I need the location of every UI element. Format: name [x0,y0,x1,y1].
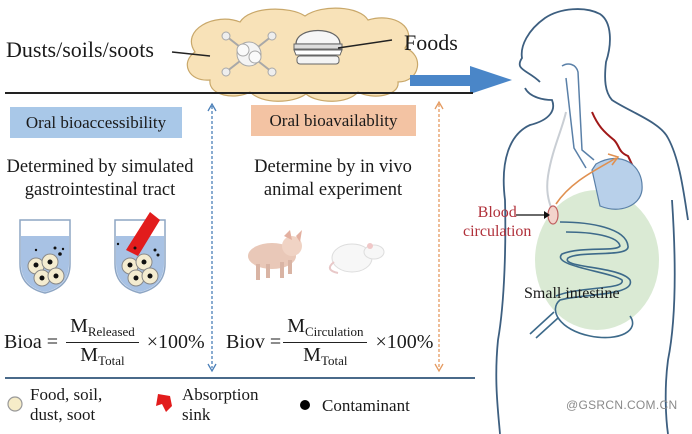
description-line: animal experiment [263,180,403,200]
small-intestine [529,221,634,339]
blood-label-line: circulation [463,223,532,240]
legend-line: Absorption [182,385,259,404]
intestine-area [535,190,659,330]
watermark: @GSRCN.COM.CN [566,398,678,412]
denominator-subscript: Total [98,353,125,368]
food-label: Foods [404,30,458,55]
legend-item-food: Food, soil, dust, soot [30,385,102,425]
formula-factor: ×100% [375,330,434,353]
denominator: M [303,344,321,366]
blood-label-line: Blood [477,204,517,221]
pig-image [248,230,302,280]
formula-fraction: MCirculation MTotal [283,315,368,369]
absorption-sink-icon [126,212,160,256]
test-tube-control [19,219,71,294]
bottom-divider [5,377,475,379]
numerator: M [287,315,305,337]
legend-line: Food, soil, [30,385,103,404]
legend-line: Contaminant [322,396,410,415]
formula-factor: ×100% [146,330,205,353]
human-body-outline [495,8,689,434]
food-leader-line [337,39,393,49]
orange-dashed-arrow [434,100,444,373]
formula-fraction: MReleased MTotal [66,315,139,369]
grey-vessel [546,111,567,211]
legend-line: sink [182,405,211,424]
denominator-subscript: Total [320,353,348,368]
blue-arrow-icon [410,66,512,94]
dust-leader-line [171,51,211,57]
legend-item-contaminant: Contaminant [322,396,410,416]
blood-circulation-label: Blood circulation [463,203,531,241]
bioavailability-description: Determine by in vivo animal experiment [233,156,433,202]
black-dot-icon [300,400,310,410]
test-tube-with-sink [114,212,166,294]
oral-bioavailability-tag: Oral bioavailablity [251,105,416,136]
description-line: Determined by simulated [6,157,194,177]
numerator-subscript: Circulation [304,324,364,339]
red-sink-icon [156,394,172,412]
source-label: Dusts/soils/soots [6,37,154,62]
description-line: gastrointestinal tract [24,180,176,200]
stomach [591,157,643,210]
legend-item-sink: Absorption sink [182,385,259,425]
numerator-subscript: Released [87,324,135,339]
orange-flow-arrow [555,157,617,205]
description-line: Determine by in vivo [254,157,412,177]
small-intestine-label: Small intestine [524,285,620,302]
burger-icon [293,30,343,65]
bioavailability-formula: Biov = MCirculation MTotal ×100% [226,315,433,369]
pale-circle-icon [7,396,23,412]
bioaccessibility-description: Determined by simulated gastrointestinal… [0,156,200,202]
bioaccessibility-formula: Bioa = MReleased MTotal ×100% [4,315,205,369]
numerator: M [70,315,88,337]
denominator: M [80,344,99,366]
oral-bioaccessibility-tag: Oral bioaccessibility [10,107,182,138]
dust-particle-icon [221,31,277,77]
formula-lhs: Biov = [226,330,282,353]
esophagus [561,63,595,169]
formula-lhs: Bioa = [4,330,59,353]
rat-image [328,243,385,274]
blue-dashed-arrow [207,102,217,373]
top-divider [5,92,473,94]
legend-line: dust, soot [30,405,96,424]
